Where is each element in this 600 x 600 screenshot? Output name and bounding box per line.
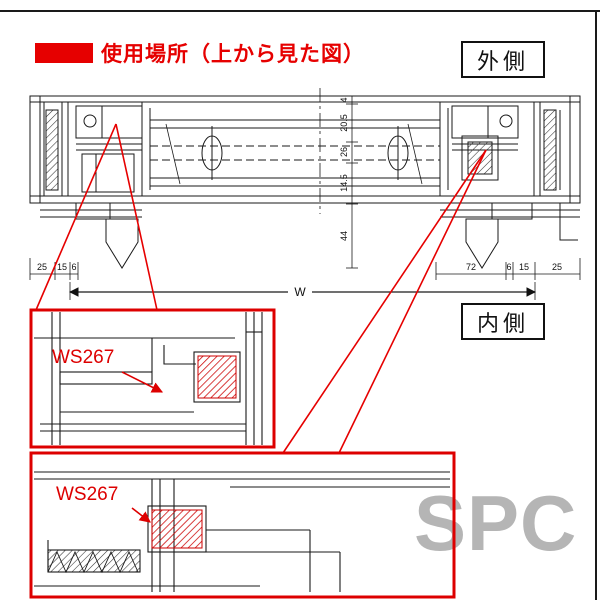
leader-detail1-a: [35, 123, 117, 311]
page-border-right: [595, 10, 597, 600]
dim-right-72: 72: [466, 262, 476, 272]
leader-detail2-b: [338, 149, 487, 454]
detail-view-2: [29, 451, 456, 599]
inside-label-box: 内側: [461, 303, 545, 340]
detail2-border: [29, 451, 456, 599]
leader-detail1-b: [115, 123, 158, 311]
detail-view-1: [29, 308, 276, 449]
spc-watermark: SPC: [414, 479, 578, 567]
glass-roller-right: [387, 126, 409, 180]
dim-vert-14-5: 14.5: [339, 174, 349, 192]
dim-left-6: 6: [71, 262, 76, 272]
dim-vert-4: 4: [339, 97, 349, 102]
legend-label: 使用場所（上から見た図）: [101, 43, 365, 66]
dim-vert-44: 44: [339, 231, 349, 241]
inside-label: 内側: [476, 310, 529, 336]
detail1-ws267-part: [197, 355, 237, 399]
left-roller-screw: [83, 114, 97, 128]
detail1-profile: [34, 312, 263, 445]
right-roller-screw: [499, 114, 513, 128]
dim-left-25: 25: [37, 262, 47, 272]
right-anchor-foot: [465, 218, 499, 269]
dimension-annotations: [29, 95, 581, 300]
left-anchor-foot: [105, 218, 139, 269]
dim-vert-26: 26: [339, 147, 349, 157]
right-wall-hatch: [543, 109, 557, 191]
ws267-part-housing: [461, 135, 499, 181]
detail2-profile: [34, 471, 450, 592]
leader-lines: [35, 123, 487, 454]
dim-right-25: 25: [552, 262, 562, 272]
dim-left-15: 15: [57, 262, 67, 272]
legend-color-swatch: [35, 43, 93, 63]
dim-width-w: W: [294, 285, 306, 299]
left-wall-hatch: [45, 109, 59, 191]
outside-label: 外側: [476, 48, 529, 74]
outside-label-box: 外側: [461, 41, 545, 78]
page-border-top: [0, 10, 600, 12]
detail2-ws267-part: [151, 509, 203, 549]
part-label-ws267-detail2: WS267: [56, 484, 119, 505]
dim-right-6: 6: [506, 262, 511, 272]
dimension-labels: 25 15 6 72 6 15 25 W 4 20.5 26 14.5 44: [37, 97, 562, 299]
detail1-part-arrow: [121, 371, 164, 393]
detail2-part-arrow: [131, 507, 151, 523]
right-end-cap: [569, 95, 581, 204]
left-end-cap: [29, 95, 41, 204]
legend: 使用場所（上から見た図）: [35, 38, 365, 68]
main-section-drawing: [29, 88, 581, 269]
dim-vert-20-5: 20.5: [339, 114, 349, 132]
dim-right-15: 15: [519, 262, 529, 272]
glass-roller-left: [201, 126, 223, 180]
leader-detail2-a: [282, 149, 487, 454]
part-label-ws267-detail1: WS267: [52, 347, 115, 368]
